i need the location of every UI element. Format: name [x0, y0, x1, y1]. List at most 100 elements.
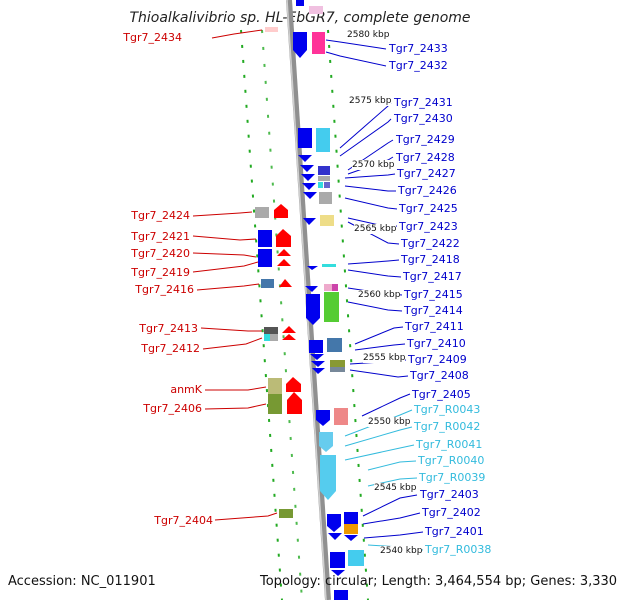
- gene-label[interactable]: Tgr7_2421: [131, 230, 190, 243]
- gene-arrow: [286, 377, 301, 392]
- gene-arrow: [276, 229, 291, 247]
- gene-label[interactable]: Tgr7_2434: [123, 31, 182, 44]
- gene-block: [344, 512, 358, 524]
- gene-block: [298, 128, 312, 148]
- gene-block: [324, 284, 332, 291]
- left-connectors: [192, 29, 278, 521]
- gene-label[interactable]: Tgr7_2401: [425, 525, 484, 538]
- gene-block: [330, 552, 345, 568]
- gene-block: [320, 215, 334, 226]
- gene-label[interactable]: Tgr7_2433: [389, 42, 448, 55]
- gene-label[interactable]: Tgr7_2420: [131, 247, 190, 260]
- gene-block: [264, 327, 278, 334]
- gene-label[interactable]: Tgr7_2413: [139, 322, 198, 335]
- gene-block: [255, 207, 269, 218]
- gene-arrow: [307, 266, 318, 270]
- gene-label[interactable]: Tgr7_2409: [408, 353, 467, 366]
- gene-block: [327, 514, 341, 526]
- gene-block: [279, 509, 293, 518]
- scale-label: 2565 kbp: [354, 224, 397, 234]
- gene-label[interactable]: Tgr7_2417: [403, 270, 462, 283]
- gene-block: [318, 176, 330, 181]
- accession-text: Accession: NC_011901: [8, 574, 156, 589]
- gene-label[interactable]: Tgr7_2403: [420, 488, 479, 501]
- gene-block: [316, 410, 330, 420]
- gene-block: [330, 367, 345, 372]
- gene-arrow: [331, 570, 345, 576]
- gene-arrow: [274, 204, 288, 218]
- gene-block: [312, 32, 325, 54]
- gene-arrow: [320, 491, 336, 500]
- scale-label: 2570 kbp: [352, 160, 395, 170]
- gene-block: [309, 340, 323, 353]
- gene-arrow: [344, 535, 358, 541]
- gene-label[interactable]: Tgr7_2422: [401, 237, 460, 250]
- gene-label[interactable]: Tgr7_2424: [131, 209, 190, 222]
- gene-label[interactable]: Tgr7_2426: [398, 184, 457, 197]
- gene-block: [348, 550, 364, 566]
- gene-block: [318, 182, 323, 188]
- gene-arrow: [306, 318, 320, 325]
- gene-block: [309, 6, 323, 14]
- gene-block: [258, 230, 272, 247]
- gene-label[interactable]: Tgr7_2402: [422, 506, 481, 519]
- scale-label: 2540 kbp: [380, 546, 423, 556]
- gene-label[interactable]: Tgr7_2418: [401, 253, 460, 266]
- gene-block: [319, 192, 332, 204]
- gene-block: [320, 455, 336, 491]
- gene-label[interactable]: Tgr7_2412: [141, 342, 200, 355]
- gene-arrow: [310, 354, 324, 360]
- gene-block: [324, 182, 330, 188]
- genome-map: Thioalkalivibrio sp. HL-EbGR7, complete …: [8, 0, 617, 600]
- gene-label[interactable]: Tgr7_2416: [135, 283, 194, 296]
- tick-column-left-outer: [240, 29, 283, 600]
- gene-label[interactable]: Tgr7_R0042: [414, 420, 481, 433]
- scale-label: 2545 kbp: [374, 483, 417, 493]
- gene-block: [316, 128, 330, 152]
- gene-arrow: [300, 165, 314, 172]
- gene-arrow: [305, 286, 318, 292]
- scale-label: 2580 kbp: [347, 30, 390, 40]
- gene-arrow: [303, 192, 317, 199]
- scale-label: 2575 kbp: [349, 96, 392, 106]
- gene-label[interactable]: Tgr7_R0040: [418, 454, 485, 467]
- gene-label[interactable]: Tgr7_R0038: [425, 543, 492, 556]
- gene-arrow: [303, 218, 316, 225]
- gene-block: [265, 27, 278, 32]
- gene-label[interactable]: Tgr7_2415: [404, 288, 463, 301]
- gene-arrow: [316, 420, 330, 426]
- gene-label[interactable]: Tgr7_2410: [407, 337, 466, 350]
- gene-label[interactable]: anmK: [170, 383, 202, 396]
- gene-label[interactable]: Tgr7_2423: [399, 220, 458, 233]
- gene-label[interactable]: Tgr7_2419: [131, 266, 190, 279]
- gene-arrow: [327, 526, 341, 532]
- gene-label[interactable]: Tgr7_2406: [143, 402, 202, 415]
- gene-label[interactable]: Tgr7_2429: [396, 133, 455, 146]
- gene-label[interactable]: Tgr7_2428: [396, 151, 455, 164]
- gene-label[interactable]: Tgr7_2427: [397, 167, 456, 180]
- gene-block: [322, 264, 336, 267]
- gene-label[interactable]: Tgr7_2431: [394, 96, 453, 109]
- gene-label[interactable]: Tgr7_2425: [399, 202, 458, 215]
- gene-block: [264, 334, 270, 341]
- genome-map-canvas: [192, 0, 424, 600]
- gene-arrow: [279, 279, 292, 287]
- gene-label[interactable]: Tgr7_2411: [405, 320, 464, 333]
- gene-arrow: [312, 368, 325, 374]
- scale-label: 2560 kbp: [358, 290, 401, 300]
- gene-label[interactable]: Tgr7_2405: [412, 388, 471, 401]
- gene-arrow: [302, 183, 316, 190]
- gene-label[interactable]: Tgr7_R0039: [419, 471, 486, 484]
- reverse-strand-genes: [255, 27, 302, 518]
- gene-label[interactable]: Tgr7_R0041: [416, 438, 483, 451]
- gene-label[interactable]: Tgr7_2432: [389, 59, 448, 72]
- gene-label[interactable]: Tgr7_R0043: [414, 403, 481, 416]
- gene-label[interactable]: Tgr7_2430: [394, 112, 453, 125]
- gene-label[interactable]: Tgr7_2404: [154, 514, 213, 527]
- gene-arrow: [282, 334, 296, 340]
- gene-block: [332, 284, 338, 291]
- gene-block: [296, 0, 304, 6]
- gene-block: [330, 360, 345, 367]
- gene-label[interactable]: Tgr7_2414: [404, 304, 463, 317]
- gene-label[interactable]: Tgr7_2408: [410, 369, 469, 382]
